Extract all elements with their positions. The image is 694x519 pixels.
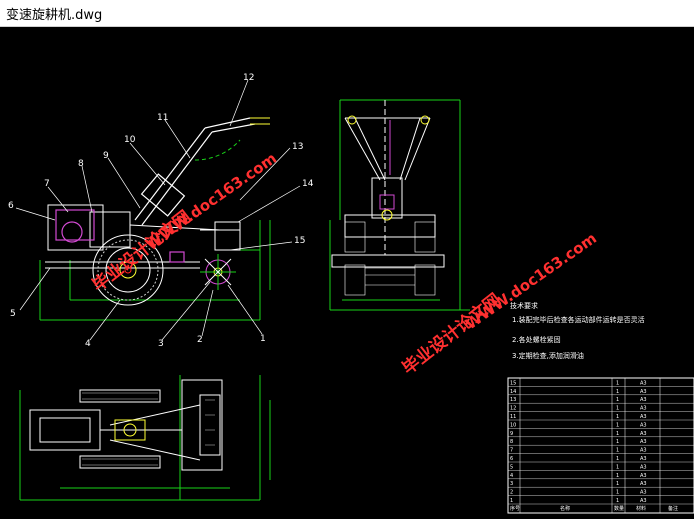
bom-row-quantity: 1 (616, 439, 619, 445)
bom-row-material: A3 (640, 389, 647, 395)
bom-header-cell: 材料 (636, 505, 646, 512)
bom-row-material: A3 (640, 397, 647, 403)
top-view (19, 375, 271, 501)
bom-row-material: A3 (640, 456, 647, 462)
bom-row-material: A3 (640, 406, 647, 412)
part-label-9: 9 (103, 151, 109, 161)
bom-row-quantity: 1 (616, 380, 619, 386)
bom-row-material: A3 (640, 473, 647, 479)
bom-row-quantity: 1 (616, 448, 619, 454)
tech-req-title: 技术要求 (510, 301, 538, 310)
part-label-2: 2 (197, 335, 203, 345)
part-label-15: 15 (294, 236, 305, 246)
bom-row-number: 3 (510, 481, 513, 487)
bom-row-material: A3 (640, 448, 647, 454)
bom-row-number: 2 (510, 490, 513, 496)
part-label-12: 12 (243, 73, 254, 83)
side-view: 1 2 3 4 5 6 7 8 9 10 11 12 13 14 15 (8, 73, 314, 349)
watermark-brand-1: 毕业设计论文网 (88, 206, 195, 296)
bom-row-quantity: 1 (616, 498, 619, 504)
front-view (329, 99, 470, 311)
window-title: 变速旋耕机.dwg (6, 8, 103, 23)
bom-row-material: A3 (640, 380, 647, 386)
tech-req-item-1: 1.装配完毕后检查各运动部件运转是否灵活 (512, 315, 645, 324)
bom-row-number: 8 (510, 439, 513, 445)
part-label-6: 6 (8, 201, 14, 211)
bom-row-material: A3 (640, 431, 647, 437)
bom-row-number: 12 (510, 406, 516, 412)
bom-header-cell: 序号 (510, 505, 520, 512)
bom-row-number: 14 (510, 389, 516, 395)
bom-row-quantity: 1 (616, 473, 619, 479)
bom-row-number: 15 (510, 380, 516, 386)
bom-row-number: 11 (510, 414, 516, 420)
part-label-4: 4 (85, 339, 91, 349)
bom-row-quantity: 1 (616, 431, 619, 437)
part-label-3: 3 (158, 339, 164, 349)
bom-row-quantity: 1 (616, 389, 619, 395)
drawing-canvas[interactable]: 1 2 3 4 5 6 7 8 9 10 11 12 13 14 15 (0, 27, 694, 519)
bom-row-quantity: 1 (616, 406, 619, 412)
tech-req-item-2: 2.各处螺栓紧固 (512, 335, 561, 344)
part-label-11: 11 (157, 113, 168, 123)
tech-requirements: 技术要求 1.装配完毕后检查各运动部件运转是否灵活 2.各处螺栓紧固 3.定期检… (510, 301, 645, 360)
part-label-10: 10 (124, 135, 136, 145)
bom-row-material: A3 (640, 498, 647, 504)
bom-header-cell: 备注 (668, 505, 678, 512)
part-label-7: 7 (44, 179, 50, 189)
part-label-8: 8 (78, 159, 84, 169)
title-bar: 变速旋耕机.dwg (0, 0, 694, 27)
bom-row-quantity: 1 (616, 490, 619, 496)
bom-header-cell: 名称 (560, 505, 570, 512)
bom-row-number: 7 (510, 448, 513, 454)
part-label-13: 13 (292, 142, 303, 152)
bom-row-material: A3 (640, 481, 647, 487)
watermarks: WWW.doc163.com 毕业设计论文网 WWW.doc163.com 毕业… (88, 149, 600, 379)
part-label-5: 5 (10, 309, 16, 319)
bom-row-number: 6 (510, 456, 513, 462)
tech-req-item-3: 3.定期检查,添加润滑油 (512, 351, 584, 360)
bom-row-quantity: 1 (616, 414, 619, 420)
bom-row-quantity: 1 (616, 456, 619, 462)
bom-row-number: 4 (510, 473, 513, 479)
bom-row-material: A3 (640, 490, 647, 496)
watermark-brand-2: 毕业设计论文网 (398, 289, 505, 379)
cad-drawing: 1 2 3 4 5 6 7 8 9 10 11 12 13 14 15 (8, 73, 694, 514)
bom-header-cell: 数量 (614, 505, 624, 512)
bom-row-number: 5 (510, 464, 513, 470)
bom-row-quantity: 1 (616, 481, 619, 487)
bom-row-quantity: 1 (616, 422, 619, 428)
bom-row-material: A3 (640, 414, 647, 420)
bom-row-quantity: 1 (616, 464, 619, 470)
bom-row-number: 9 (510, 431, 513, 437)
bom-row-number: 13 (510, 397, 516, 403)
bom-row-material: A3 (640, 464, 647, 470)
part-label-1: 1 (260, 334, 266, 344)
bom-row-material: A3 (640, 439, 647, 445)
part-label-14: 14 (302, 179, 314, 189)
bom-row-number: 1 (510, 498, 513, 504)
bom-row-material: A3 (640, 422, 647, 428)
bom-row-quantity: 1 (616, 397, 619, 403)
bom-row-number: 10 (510, 422, 516, 428)
